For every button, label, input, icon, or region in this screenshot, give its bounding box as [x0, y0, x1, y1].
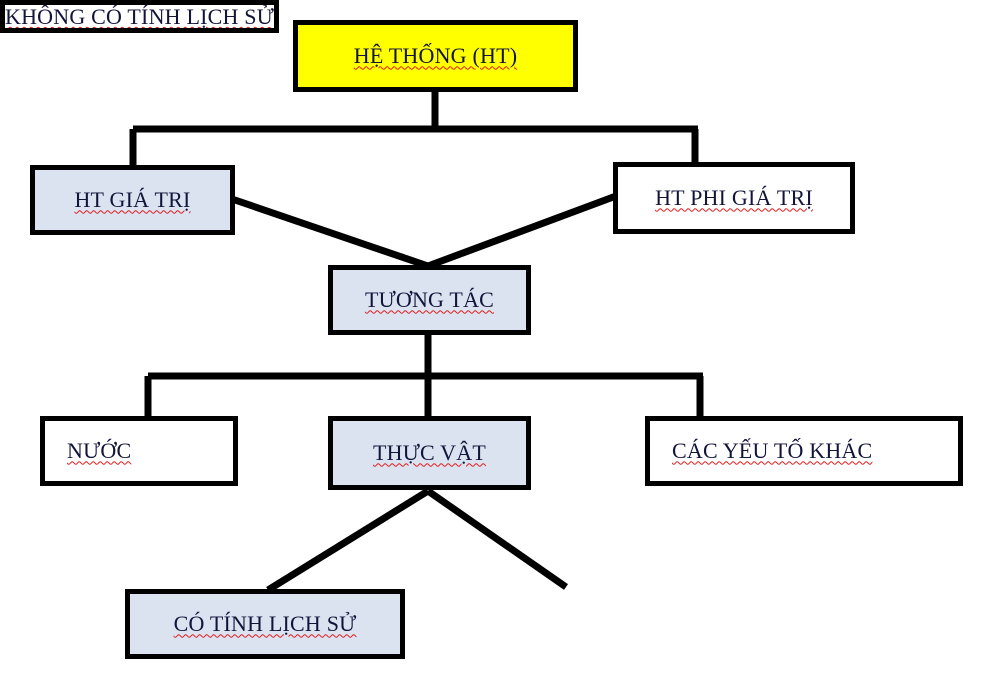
node-label-thuc-vat: THỰC VẬT	[373, 440, 486, 466]
node-ht-phi-gia-tri[interactable]: HT PHI GIÁ TRỊ	[613, 162, 855, 234]
connector-ht-phi-gia-tri-to-tuong-tac	[426, 192, 618, 270]
node-label-tuong-tac: TƯƠNG TÁC	[364, 287, 495, 313]
connector-thuc-vat-to-khong-co-tinh-lich-su	[426, 488, 568, 590]
node-he-thong[interactable]: HỆ THỐNG (HT)	[293, 20, 578, 92]
connector-ht-gia-tri-to-tuong-tac	[230, 195, 430, 270]
node-label-he-thong: HỆ THỐNG (HT)	[353, 43, 518, 69]
connector-thuc-vat-to-co-tinh-lich-su	[266, 488, 430, 593]
node-label-ht-gia-tri: HT GIÁ TRỊ	[74, 187, 191, 213]
node-label-co-tinh-lich-su: CÓ TÍNH LỊCH SỬ	[173, 611, 357, 637]
node-nuoc[interactable]: NƯỚC	[40, 416, 238, 486]
node-label-nuoc: NƯỚC	[67, 438, 132, 464]
node-label-cac-yeu-to-khac: CÁC YẾU TỐ KHÁC	[672, 438, 873, 464]
node-ht-gia-tri[interactable]: HT GIÁ TRỊ	[30, 165, 235, 235]
node-thuc-vat[interactable]: THỰC VẬT	[328, 416, 531, 490]
node-cac-yeu-to-khac[interactable]: CÁC YẾU TỐ KHÁC	[645, 416, 963, 486]
node-co-tinh-lich-su[interactable]: CÓ TÍNH LỊCH SỬ	[125, 589, 405, 659]
node-tuong-tac[interactable]: TƯƠNG TÁC	[328, 265, 531, 335]
node-label-khong-co-tinh-lich-su: KHÔNG CÓ TÍNH LỊCH SỬ	[5, 4, 274, 29]
node-label-ht-phi-gia-tri: HT PHI GIÁ TRỊ	[655, 185, 813, 211]
node-khong-co-tinh-lich-su[interactable]: KHÔNG CÓ TÍNH LỊCH SỬ	[0, 0, 279, 34]
